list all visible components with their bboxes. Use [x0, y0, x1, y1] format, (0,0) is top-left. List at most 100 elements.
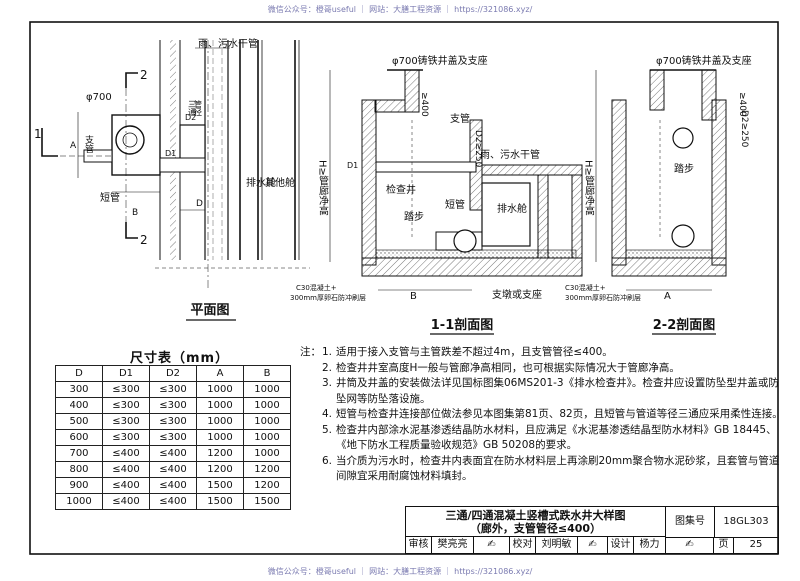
plan-title: 平面图 [190, 303, 229, 318]
title-block-title: 三通/四通混凝土竖槽式跌水井大样图 （廊外，支管管径≤400） [406, 507, 666, 537]
sec11-d2-250: D2≥250 [473, 130, 483, 168]
dims-table-title: 尺寸表（mm） [130, 351, 230, 366]
dims-table-cell: 1000 [243, 381, 291, 398]
dims-header-d1: D1 [102, 365, 150, 382]
dims-header-a: A [196, 365, 244, 382]
plan-phi-label: φ700 [86, 92, 112, 103]
dims-table-cell: ≤400 [149, 493, 197, 510]
section-2-2: φ700铸铁井盖及支座 ≥400 D2≥250 踏步 H≥管廊净高 C30混凝土… [565, 54, 752, 335]
sec11-branch-label: 支管 [450, 112, 470, 125]
plan-dim-d2: D2 [185, 113, 196, 122]
dims-table-cell: 1000 [243, 397, 291, 414]
plan-pipe-dia-label: 管径 [194, 99, 203, 116]
sec11-step-label: 踏步 [404, 210, 424, 223]
plan-tee-label: 三通 [188, 100, 197, 117]
sec22-title: 2-2剖面图 [653, 317, 716, 333]
atlas-label: 图集号 [666, 507, 715, 538]
dims-table-cell: 1000 [243, 429, 291, 446]
note-lead [300, 361, 322, 377]
signature-row: 审核 樊亮亮 ✍ 校对 刘明敏 ✍ 设计 杨力 ✍ 页 25 [406, 537, 778, 553]
plan-dim-d: D [196, 199, 203, 209]
sec22-d2-250: D2≥250 [739, 110, 749, 148]
section-1-1: φ700铸铁井盖及支座 ≥400 D2≥250 支管 雨、污水干管 检查井 踏步… [290, 54, 583, 335]
dims-table-cell: 600 [55, 429, 103, 446]
sec22-dim-a: A [664, 291, 671, 302]
page-label: 页 [714, 537, 734, 553]
dims-table-cell: ≤300 [149, 413, 197, 430]
note-text: 当介质为污水时，检查井内表面宜在防水材料层上再涂刷20mm聚合物水泥砂浆，且套管… [336, 454, 780, 483]
dims-header-d: D [55, 365, 103, 382]
reviewer-signature: ✍ [474, 537, 510, 553]
sec22-step-label: 踏步 [674, 162, 694, 175]
dims-table-cell: ≤400 [102, 477, 150, 494]
note-number: 3. [322, 377, 333, 389]
sec11-h-label: H≥管廊净高 [317, 160, 329, 217]
note-item: 2.检查井井室高度H一般与管廊净高相同，也可根据实际情况大于管廊净高。 [300, 361, 785, 377]
plan-dim-b: B [132, 208, 138, 218]
sec22-h400: ≥400 [737, 92, 747, 117]
note-item: 3.井筒及井盖的安装做法详见国标图集06MS201-3《排水检查井》。检查井应设… [300, 376, 785, 407]
plan-sec2-bottom: 2 [140, 233, 148, 247]
note-text: 短管与检查井连接部位做法参见本图集第81页、82页，且短管与管道等径三通应采用柔… [336, 408, 783, 420]
sec11-d1: D1 [347, 161, 358, 170]
dims-table-cell: 1000 [196, 413, 244, 430]
title-line-2: （廊外，支管管径≤400） [469, 522, 602, 535]
note-number: 5. [322, 423, 333, 436]
dims-table-cell: ≤300 [102, 429, 150, 446]
checker-signature: ✍ [578, 537, 608, 553]
plan-other-label: 其他舱 [265, 176, 295, 189]
dims-table-cell: ≤300 [149, 429, 197, 446]
dims-table-cell: 1200 [196, 445, 244, 462]
note-lead [300, 423, 322, 454]
dims-table-cell: 300 [55, 381, 103, 398]
dims-table-cell: 1200 [243, 477, 291, 494]
notes: 注：1.适用于接入支管与主管跌差不超过4m，且支管管径≤400。2.检查井井室高… [300, 345, 785, 485]
plan-sec2-top: 2 [140, 68, 148, 82]
design-label: 设计 [608, 537, 634, 553]
designer-signature: ✍ [666, 537, 714, 553]
plan-drain-label: 排水舱 [246, 176, 276, 189]
sec11-drain-label: 排水舱 [497, 202, 527, 215]
note-lead [300, 376, 322, 407]
dims-table-cell: ≤400 [102, 445, 150, 462]
plan-dim-a: A [70, 141, 77, 151]
sec11-cover-label: φ700铸铁井盖及支座 [392, 54, 488, 67]
watermark-bottom: 微信公众号：橙哥useful ｜ 网站：大膳工程资源 ｜ https://321… [267, 567, 533, 576]
review-label: 审核 [406, 537, 432, 553]
dims-table-cell: 1000 [243, 413, 291, 430]
dims-table-cell: 1500 [196, 477, 244, 494]
sec11-short-pipe-label: 短管 [445, 198, 465, 211]
dims-table-cell: 1000 [243, 445, 291, 462]
sec22-concrete: C30混凝土+ [565, 283, 606, 292]
sheet-border [29, 21, 779, 555]
sec11-concrete: C30混凝土+ [296, 283, 337, 292]
plan-main-pipe-label: 雨、污水干管 [198, 37, 258, 50]
plan-dim-d1: D1 [165, 149, 176, 158]
dims-table-cell: 1000 [196, 429, 244, 446]
atlas-number: 18GL303 [714, 507, 778, 538]
note-item: 6.当介质为污水时，检查井内表面宜在防水材料层上再涂刷20mm聚合物水泥砂浆，且… [300, 454, 785, 485]
sec11-dim-b: B [410, 291, 417, 302]
note-text: 检查井内部涂水泥基渗透结晶防水材料，且应满足《水泥基渗透结晶型防水材料》GB 1… [336, 423, 777, 452]
watermark-top: 微信公众号：橙哥useful ｜ 网站：大膳工程资源 ｜ https://321… [267, 5, 533, 14]
sec22-cover-label: φ700铸铁井盖及支座 [656, 54, 752, 67]
note-item: 注：1.适用于接入支管与主管跌差不超过4m，且支管管径≤400。 [300, 345, 785, 361]
title-line-1: 三通/四通混凝土竖槽式跌水井大样图 [445, 509, 626, 522]
note-number: 2. [322, 361, 333, 374]
plan-view: 雨、污水干管 φ700 支管 三通 管径 短管 排水舱 其他舱 2 2 1 A … [34, 37, 310, 321]
note-text: 适用于接入支管与主管跌差不超过4m，且支管管径≤400。 [336, 346, 613, 358]
dims-table-cell: ≤400 [149, 461, 197, 478]
sec11-h400: ≥400 [419, 92, 429, 117]
dims-table-cell: ≤300 [102, 413, 150, 430]
note-lead [300, 454, 322, 485]
title-block: 三通/四通混凝土竖槽式跌水井大样图 （廊外，支管管径≤400） 图集号 18GL… [405, 506, 779, 554]
dims-table-cell: ≤300 [149, 381, 197, 398]
sec11-gravel: 300mm厚卵石防冲刷层 [290, 293, 366, 302]
